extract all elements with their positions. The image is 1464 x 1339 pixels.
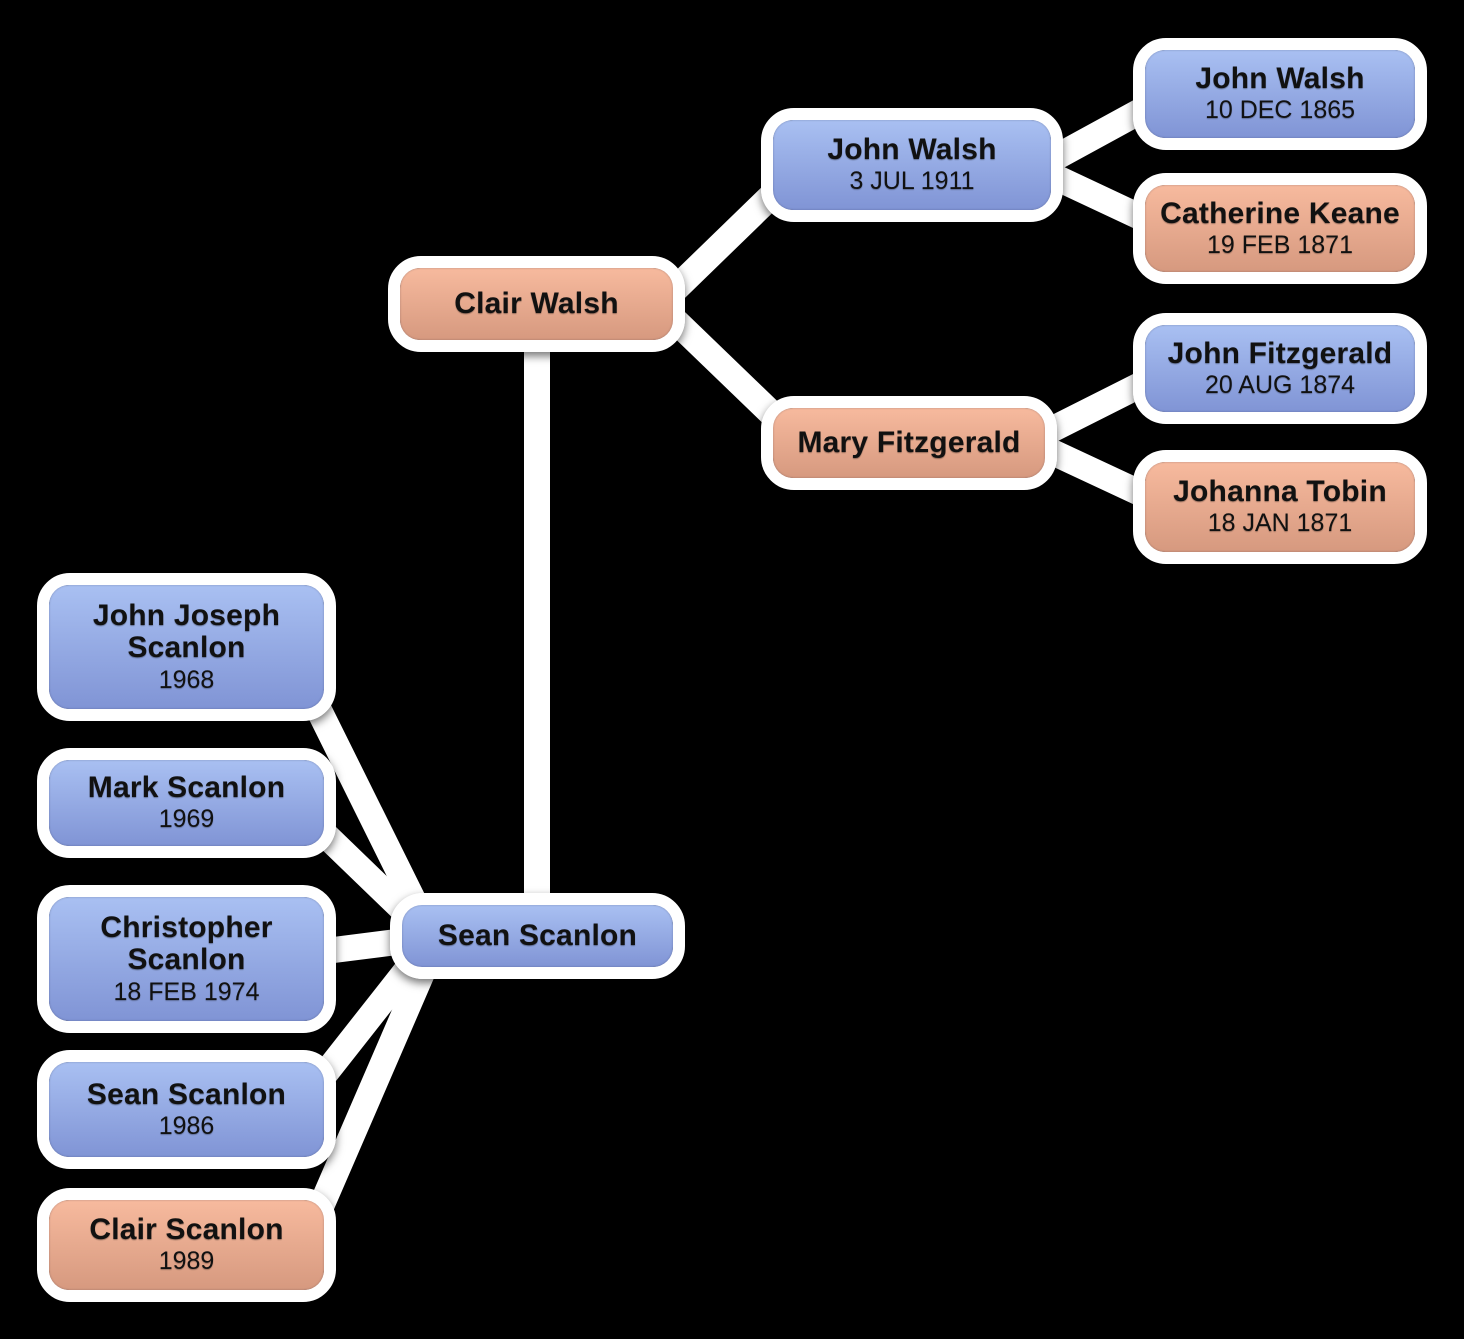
person-name: Sean Scanlon [86, 1077, 287, 1111]
connector-line-clair-scanlon-to-sean-scanlon-main [297, 937, 445, 1245]
person-birth-date: 1986 [158, 1111, 215, 1140]
person-name: John Walsh [1195, 62, 1365, 96]
person-node-mary-fitzgerald[interactable]: Mary Fitzgerald [761, 396, 1057, 490]
person-node-body: Sean Scanlon [402, 905, 673, 967]
person-name: John Joseph Scanlon [92, 598, 281, 665]
person-birth-date: 1989 [158, 1247, 215, 1276]
person-birth-date: 18 JAN 1871 [1207, 509, 1353, 538]
person-name: Clair Scanlon [89, 1213, 284, 1247]
person-birth-date: 18 FEB 1974 [113, 977, 260, 1006]
person-name: Christopher Scanlon [100, 910, 273, 977]
person-birth-date: 10 DEC 1865 [1204, 96, 1356, 125]
person-name: Mary Fitzgerald [797, 425, 1021, 459]
person-name: Catherine Keane [1160, 196, 1400, 230]
person-node-body: Mary Fitzgerald [773, 408, 1045, 478]
person-node-clair-walsh[interactable]: Clair Walsh [388, 256, 685, 352]
person-name: John Walsh [827, 133, 997, 167]
person-name: John Fitzgerald [1167, 336, 1393, 370]
person-birth-date: 20 AUG 1874 [1204, 370, 1356, 399]
person-name: Sean Scanlon [437, 918, 638, 952]
person-name: Clair Walsh [454, 286, 619, 320]
connector-line-john-joseph-scanlon-to-sean-scanlon-main [297, 679, 441, 943]
person-name: Mark Scanlon [87, 771, 286, 805]
person-birth-date: 1968 [158, 665, 215, 694]
person-birth-date: 3 JUL 1911 [849, 167, 975, 196]
person-node-body: Clair Walsh [400, 268, 673, 340]
person-birth-date: 19 FEB 1871 [1207, 230, 1353, 259]
person-name: Johanna Tobin [1173, 475, 1387, 509]
person-birth-date: 1969 [158, 805, 215, 834]
person-node-sean-scanlon-main[interactable]: Sean Scanlon [390, 893, 685, 979]
